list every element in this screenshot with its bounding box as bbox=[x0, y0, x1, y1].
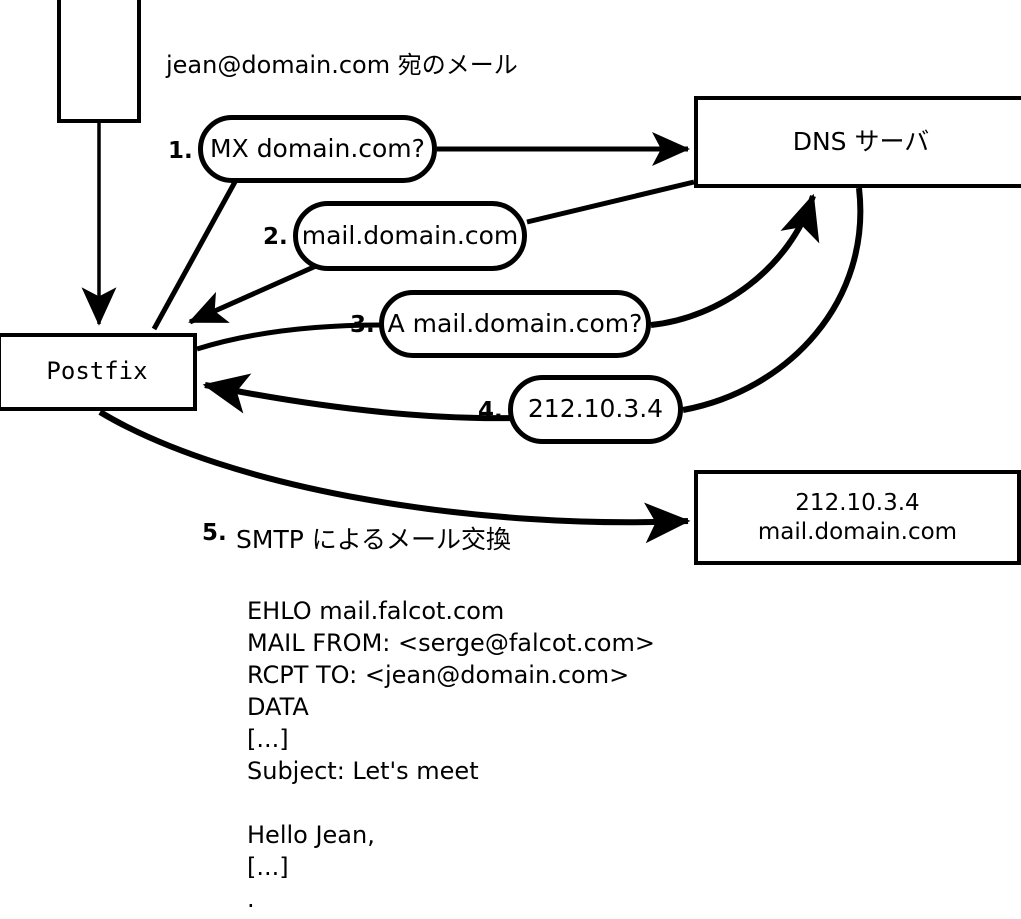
step-3-bubble-label: A mail.domain.com? bbox=[387, 308, 643, 338]
step-4-number: 4. bbox=[478, 398, 503, 424]
mail-server-node: 212.10.3.4 mail.domain.com bbox=[694, 470, 1021, 565]
dns-server-node: DNS サーバ bbox=[694, 96, 1021, 188]
smtp-transcript: EHLO mail.falcot.com MAIL FROM: <serge@f… bbox=[247, 597, 655, 913]
connector-dns-to-step2 bbox=[526, 179, 695, 225]
postfix-node-label: Postfix bbox=[46, 357, 148, 386]
step-3-number: 3. bbox=[350, 312, 375, 338]
connector-step4-to-postfix bbox=[202, 373, 516, 422]
connector-step3-to-dns bbox=[650, 193, 820, 328]
connector-postfix-to-step1 bbox=[151, 178, 239, 331]
step-1-number: 1. bbox=[168, 138, 193, 164]
step-2-bubble-label: mail.domain.com bbox=[301, 220, 519, 250]
step-4-bubble: 212.10.3.4 bbox=[508, 375, 683, 444]
connector-step2-to-postfix bbox=[188, 263, 318, 325]
step-5-label: SMTP によるメール交換 bbox=[236, 525, 511, 554]
connector-dns-to-step4 bbox=[682, 187, 864, 413]
postfix-node: Postfix bbox=[0, 333, 197, 411]
mail-server-node-label: 212.10.3.4 mail.domain.com bbox=[757, 490, 958, 545]
step-4-bubble-label: 212.10.3.4 bbox=[527, 394, 664, 424]
client-node bbox=[57, 0, 141, 123]
dns-server-node-label: DNS サーバ bbox=[792, 126, 930, 156]
diagram-caption: jean@domain.com 宛のメール bbox=[166, 51, 518, 79]
step-3-bubble: A mail.domain.com? bbox=[379, 290, 651, 358]
step-1-bubble: MX domain.com? bbox=[198, 115, 437, 183]
step-1-bubble-label: MX domain.com? bbox=[210, 133, 425, 163]
step-2-number: 2. bbox=[263, 224, 288, 250]
step-2-bubble: mail.domain.com bbox=[293, 201, 527, 271]
step-5-number: 5. bbox=[202, 520, 227, 546]
